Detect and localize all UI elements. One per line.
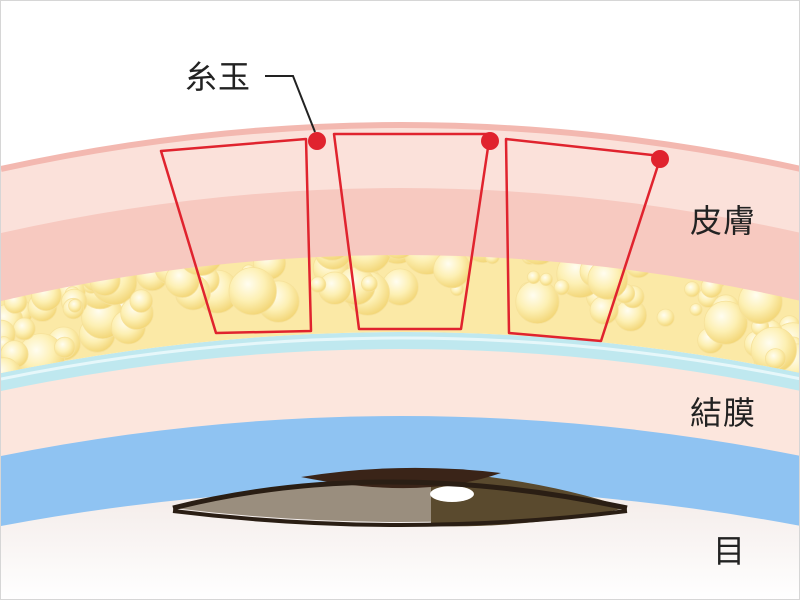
fat-bubble xyxy=(229,268,276,315)
knot-marker-2 xyxy=(481,132,499,150)
eye-label: 目 xyxy=(713,535,746,567)
fat-bubble xyxy=(527,271,540,284)
thread-knot-label: 糸玉 xyxy=(185,61,251,93)
fat-bubble xyxy=(54,337,75,358)
skin-label: 皮膚 xyxy=(690,205,756,237)
knot-marker-3 xyxy=(651,150,669,168)
fat-bubble xyxy=(516,280,559,323)
fat-bubble xyxy=(690,304,702,316)
fat-bubble xyxy=(554,280,569,295)
fat-bubble xyxy=(765,349,785,369)
conjunctiva-label: 結膜 xyxy=(690,397,756,429)
fat-bubble xyxy=(540,273,552,285)
fat-bubble xyxy=(130,290,153,313)
fat-bubble xyxy=(362,276,378,292)
knot-marker-1 xyxy=(308,132,326,150)
fat-bubble xyxy=(657,309,674,326)
fat-bubble xyxy=(434,251,471,288)
fat-bubble xyxy=(310,277,325,292)
fat-bubble xyxy=(13,318,35,340)
fat-bubble xyxy=(69,299,82,312)
eye-highlight xyxy=(430,486,474,502)
fat-bubble xyxy=(685,282,700,297)
